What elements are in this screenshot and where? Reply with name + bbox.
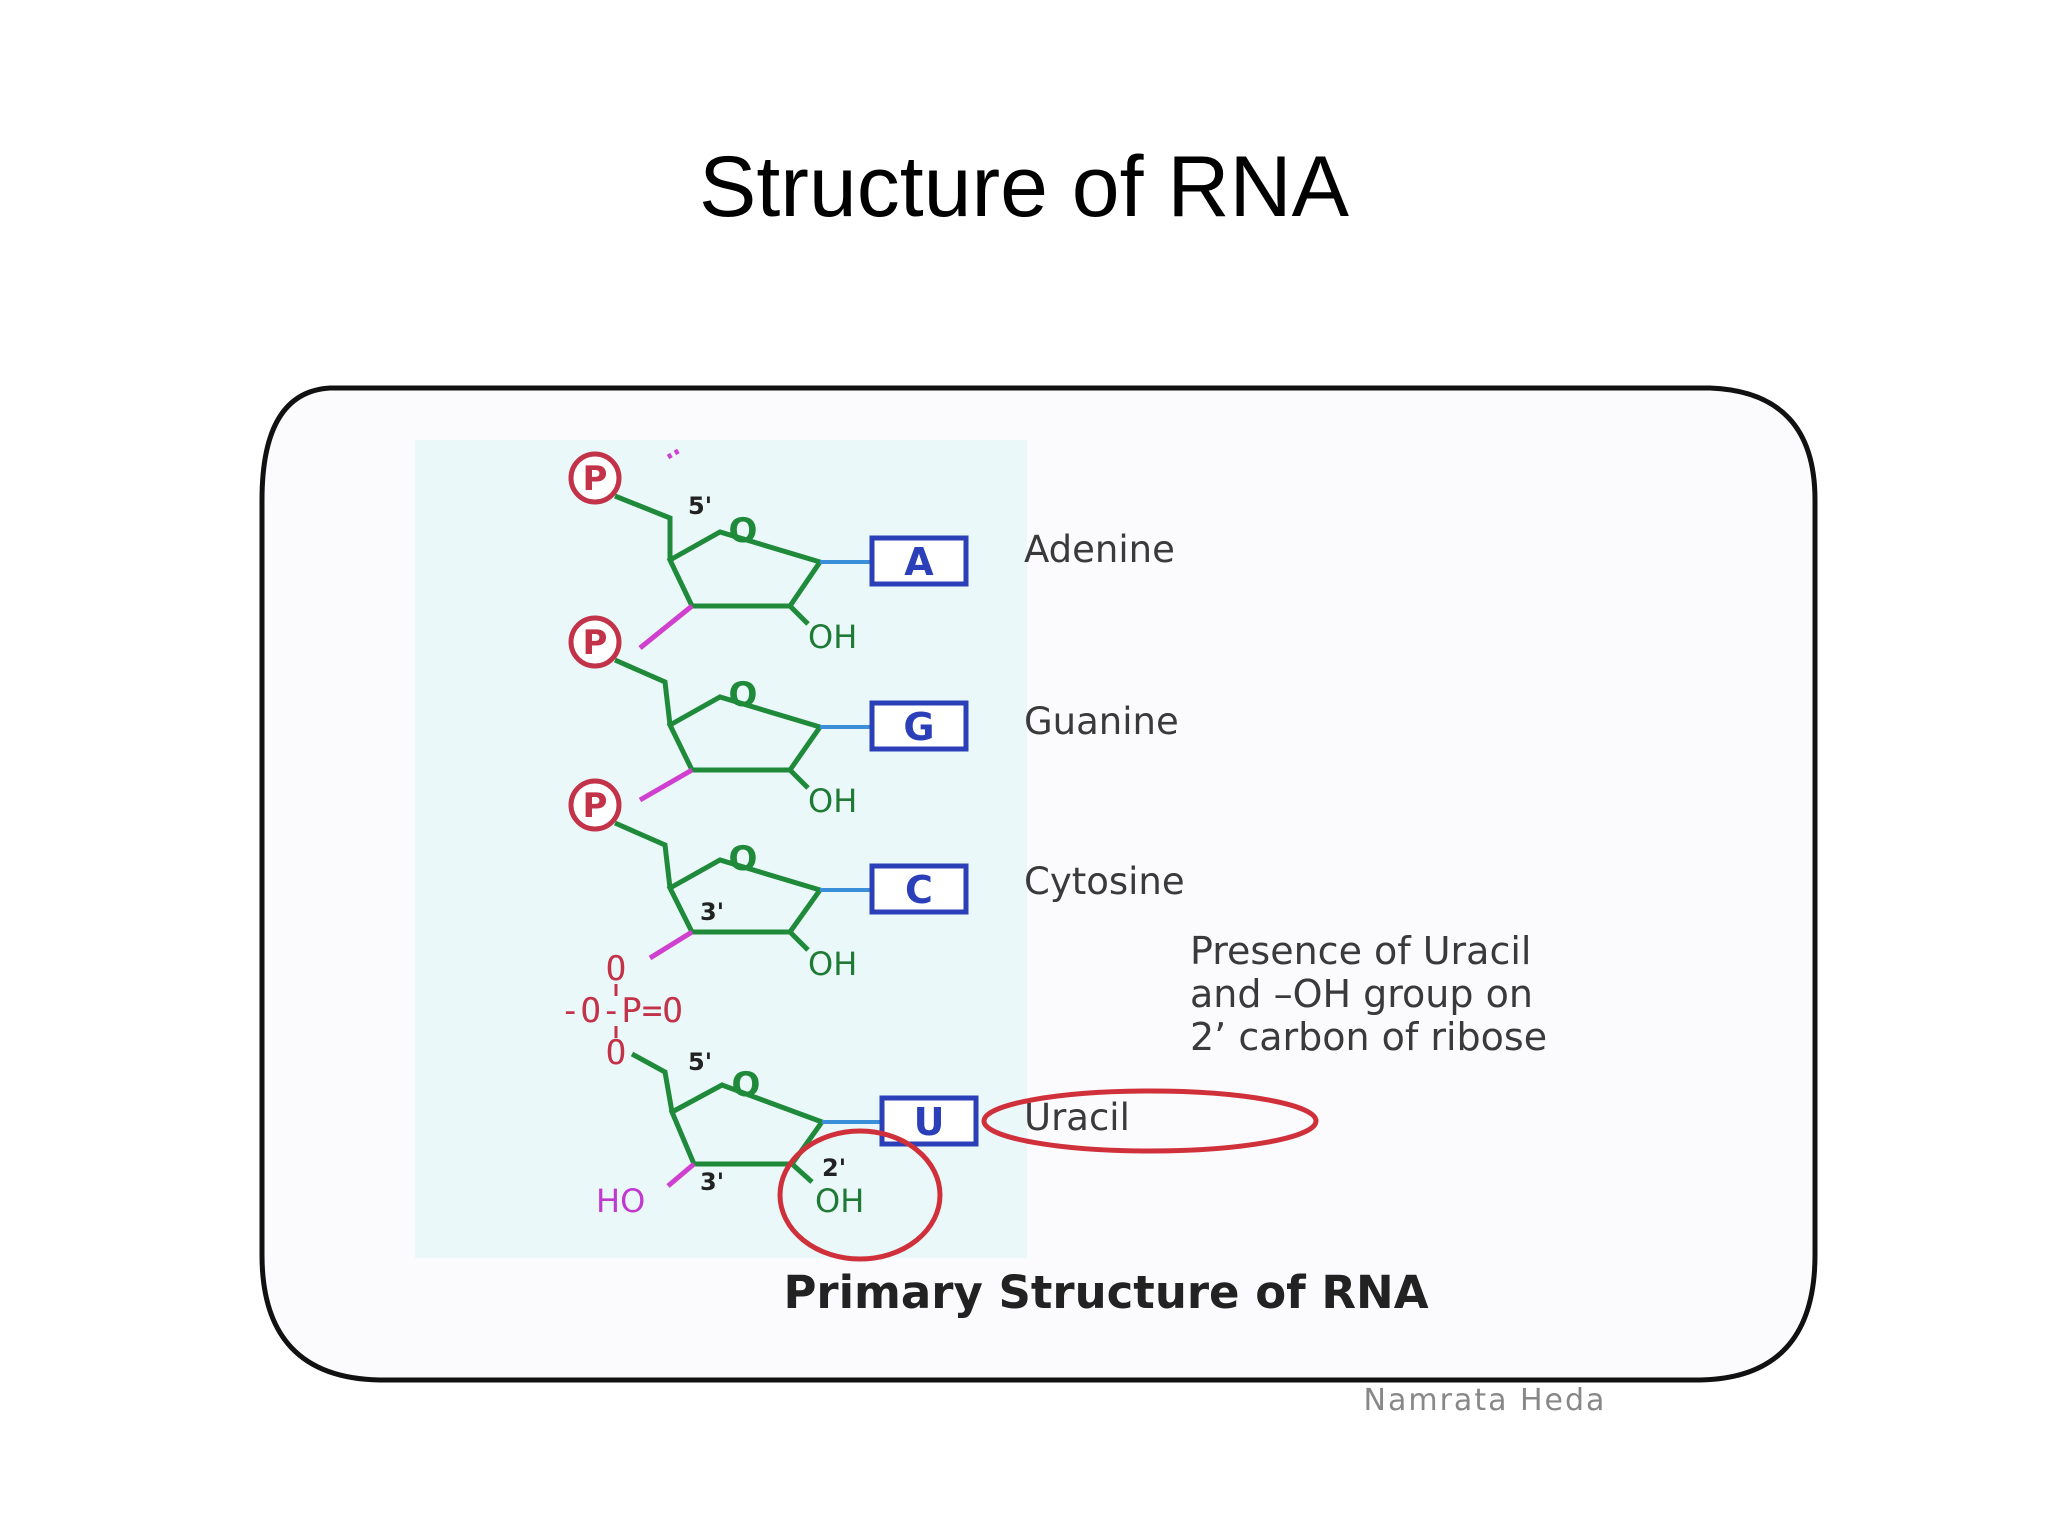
nucleotide-cytosine: P O 3' OH C Cytosine [568, 778, 1185, 983]
three-prime-label: 3' [700, 1168, 724, 1196]
ribose-ring [666, 529, 824, 609]
hydroxyl-bond [790, 1162, 814, 1184]
hydroxyl-label: OH [815, 1182, 864, 1220]
figure-caption: Primary Structure of RNA [783, 1266, 1428, 1319]
backbone-link [613, 657, 673, 726]
hydroxyl-bond [788, 768, 810, 790]
phosphate-circle [568, 451, 622, 505]
base-name-guanine: Guanine [1024, 700, 1179, 743]
base-box-c [869, 863, 969, 915]
base-letter-c: C [905, 868, 933, 912]
five-prime-label: 5' [688, 492, 712, 520]
base-letter-g: G [903, 705, 934, 749]
ribose-ring [666, 857, 825, 935]
ring-oxygen: O [729, 675, 758, 715]
three-prime-label: 3' [700, 898, 724, 926]
two-prime-label: 2' [822, 1154, 846, 1182]
uracil-highlight [981, 1088, 1319, 1154]
base-name-adenine: Adenine [1024, 528, 1175, 571]
base-name-uracil: Uracil [1024, 1096, 1130, 1139]
hydroxyl-highlight [777, 1128, 943, 1262]
base-box-a [869, 535, 969, 587]
phosphate-label: P [583, 459, 608, 499]
hydroxyl-bond [788, 930, 810, 952]
terminal-hydroxyl: HO [596, 1182, 645, 1220]
slide-title: Structure of RNA [699, 139, 1349, 235]
base-letter-a: A [904, 540, 934, 584]
phosphate-link [638, 767, 694, 803]
note-line-1: Presence of Uracil [1190, 929, 1531, 973]
phosphate-label: P [583, 786, 608, 826]
chain-continuation [666, 447, 682, 460]
phosphate-top-oxygen: O [606, 949, 626, 989]
phosphate-link [648, 929, 694, 961]
phosphate-label: P [583, 623, 608, 663]
nucleotide-guanine: P O OH G Guanine [568, 615, 1179, 820]
phosphodiester-group: O -O-P=O O [560, 949, 683, 1073]
phosphate-middle: -O-P=O [560, 991, 683, 1031]
hydroxyl-label: OH [808, 618, 857, 656]
nucleotide-uracil: 5' O 3' 2' OH HO U Uracil [596, 1048, 1130, 1220]
base-box-g [869, 700, 969, 752]
nucleotide-adenine: P 5' O OH A Adenine [568, 447, 1175, 656]
base-name-cytosine: Cytosine [1024, 860, 1185, 903]
note-line-3: 2’ carbon of ribose [1190, 1015, 1547, 1059]
backbone-link [613, 820, 673, 889]
hydroxyl-bond [788, 604, 810, 626]
terminal-bond [666, 1162, 696, 1188]
backbone-link [614, 493, 673, 560]
base-letter-u: U [914, 1100, 945, 1144]
phosphate-bottom-oxygen: O [606, 1033, 626, 1073]
phosphate-circle [568, 778, 622, 832]
five-prime-label: 5' [688, 1048, 712, 1076]
ring-oxygen: O [729, 839, 758, 879]
ribose-ring [666, 694, 825, 773]
figure-credit: Namrata Heda [1364, 1383, 1607, 1418]
hydroxyl-label: OH [808, 945, 857, 983]
phosphate-link [638, 604, 694, 650]
hydroxyl-label: OH [808, 782, 857, 820]
note-line-2: and –OH group on [1190, 972, 1533, 1016]
ring-oxygen: O [732, 1065, 761, 1105]
backbone-link [630, 1051, 675, 1113]
ring-oxygen: O [729, 511, 758, 551]
phosphate-circle [568, 615, 622, 669]
ribose-ring [668, 1082, 826, 1167]
